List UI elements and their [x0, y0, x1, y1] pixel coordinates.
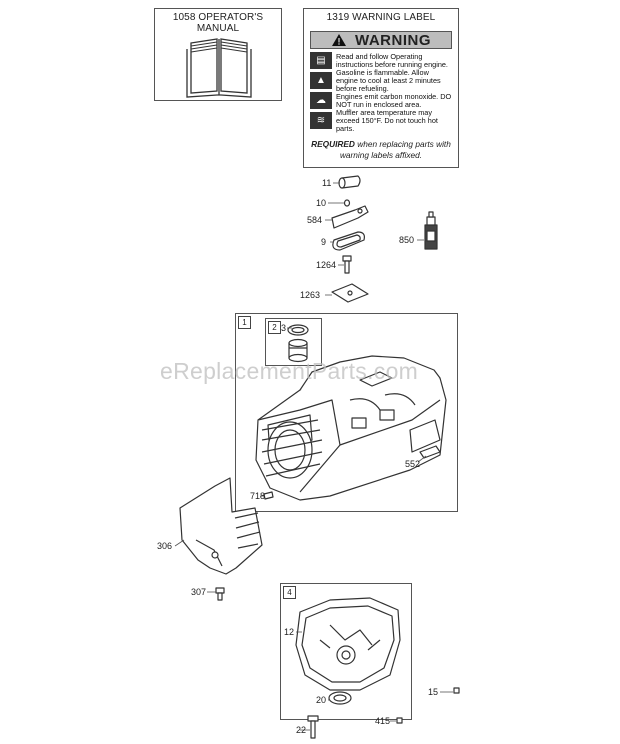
- warning-row: ▤ Read and follow Operating instructions…: [310, 51, 452, 70]
- warning-heading-text: WARNING: [355, 31, 431, 49]
- callout-552[interactable]: 552: [405, 459, 421, 469]
- callout-10[interactable]: 10: [316, 198, 327, 208]
- callout-1263[interactable]: 1263: [300, 290, 321, 300]
- book-icon: [186, 38, 252, 98]
- warning-label-box[interactable]: 1319 WARNING LABEL WARNING ▤ Read and fo…: [303, 8, 459, 168]
- plug-part: [453, 687, 460, 694]
- required-note: REQUIRED when replacing parts with warni…: [310, 139, 452, 161]
- callout-20[interactable]: 20: [316, 695, 327, 705]
- sump-bolt-part: [307, 715, 319, 739]
- fitting-part: [343, 199, 351, 207]
- piston-part: [287, 324, 309, 363]
- callout-3[interactable]: 3: [281, 323, 287, 333]
- callout-15[interactable]: 15: [428, 687, 439, 697]
- warning-row-text: Read and follow Operating instructions b…: [336, 51, 448, 69]
- screw-part: [215, 587, 225, 601]
- fumes-icon: ☁: [310, 92, 332, 109]
- tube-part: [338, 175, 361, 189]
- warning-triangle-icon: [332, 34, 346, 46]
- callout-307[interactable]: 307: [191, 587, 207, 597]
- hot-surface-icon: ≋: [310, 112, 332, 129]
- callout-9[interactable]: 9: [321, 237, 327, 247]
- bracket-part: [331, 205, 369, 229]
- callout-850[interactable]: 850: [399, 235, 415, 245]
- warning-label-title: 1319 WARNING LABEL: [326, 12, 436, 23]
- callout-415[interactable]: 415: [375, 716, 391, 726]
- bolt-part: [342, 255, 352, 274]
- warning-heading: WARNING: [310, 31, 452, 49]
- flame-icon: ▲: [310, 72, 332, 89]
- warning-row-text: Muffler area temperature may exceed 150°…: [336, 107, 438, 133]
- plate-gasket-part: [331, 283, 369, 303]
- warning-row-text: Engines emit carbon monoxide. DO NOT run…: [336, 91, 452, 109]
- watermark: eReplacementParts.com: [160, 358, 419, 384]
- warning-row: ☁ Engines emit carbon monoxide. DO NOT r…: [310, 91, 452, 110]
- operators-manual-box[interactable]: 1058 OPERATOR'S MANUAL: [154, 8, 282, 101]
- required-text: when replacing parts with warning labels…: [339, 139, 451, 160]
- shield-part: [179, 477, 263, 575]
- warning-row: ≋ Muffler area temperature may exceed 15…: [310, 107, 452, 133]
- callout-22[interactable]: 22: [296, 725, 307, 735]
- operators-manual-title: 1058 OPERATOR'S MANUAL: [172, 12, 264, 34]
- sump-part: [295, 597, 401, 691]
- callout-306[interactable]: 306: [157, 541, 173, 551]
- callout-12[interactable]: 12: [284, 627, 295, 637]
- sealant-tube-part: [424, 211, 438, 250]
- callout-11[interactable]: 11: [322, 178, 332, 188]
- warning-row: ▲ Gasoline is flammable. Allow engine to…: [310, 67, 452, 93]
- pin-part: [419, 445, 441, 459]
- cylinder-block-part: [255, 355, 447, 501]
- callout-718[interactable]: 718: [250, 491, 266, 501]
- piston-ref-number: 2: [268, 321, 281, 334]
- callout-1264[interactable]: 1264: [316, 260, 337, 270]
- drain-plug-part: [396, 717, 403, 724]
- warning-row-text: Gasoline is flammable. Allow engine to c…: [336, 67, 441, 93]
- seal-part: [328, 691, 352, 705]
- sump-ref-number: 4: [283, 586, 296, 599]
- cylinder-ref-number: 1: [238, 316, 251, 329]
- callout-584[interactable]: 584: [307, 215, 323, 225]
- dowel-part: [263, 491, 274, 500]
- book-icon: ▤: [310, 52, 332, 69]
- required-bold: REQUIRED: [311, 139, 355, 149]
- gasket-part: [332, 231, 365, 251]
